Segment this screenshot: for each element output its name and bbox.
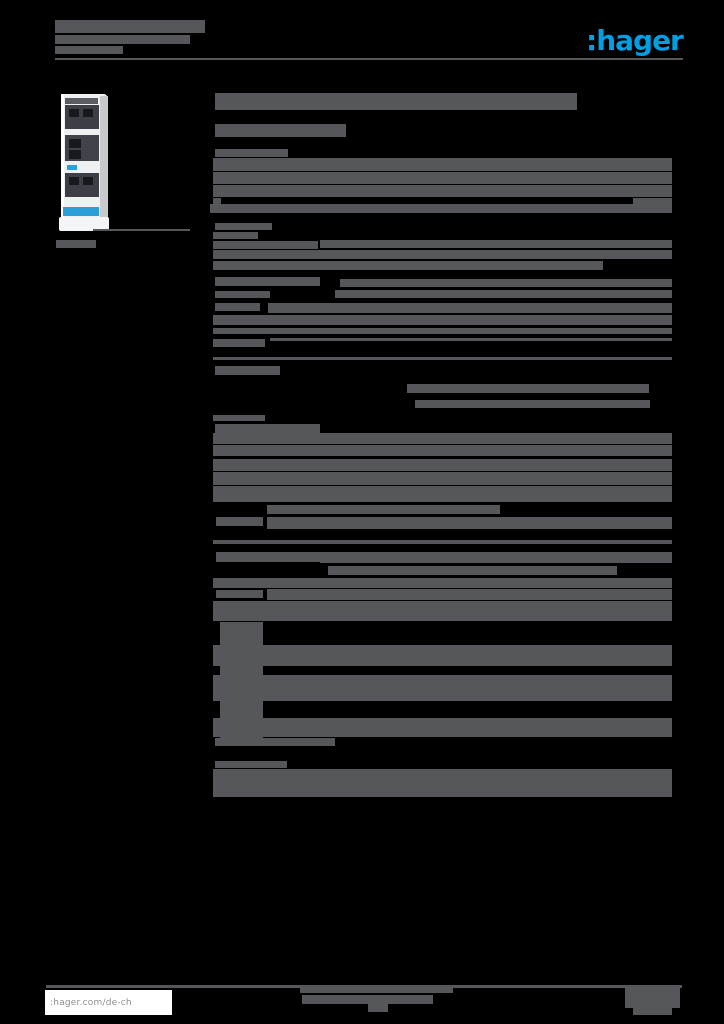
specB-label-5 [216, 552, 320, 562]
footer-center-text [302, 995, 433, 1004]
intro-line-1 [213, 158, 672, 171]
specA-value-2 [340, 279, 672, 287]
doc-sub-line-2 [55, 46, 123, 54]
specB-band-6 [267, 517, 672, 529]
device-shadow [100, 96, 108, 220]
intro-line-4a [213, 198, 221, 204]
footer-center-tail [368, 1004, 388, 1012]
device-top-slot [65, 98, 98, 104]
specB-value-2 [415, 400, 650, 408]
specA-label-3 [213, 241, 318, 249]
specB-band-2 [213, 445, 672, 456]
device-led-chip [67, 165, 77, 170]
product-title [215, 93, 577, 110]
specB-band-4 [213, 472, 672, 485]
specA-label-2 [213, 232, 258, 239]
header-rule [55, 58, 683, 60]
device-port-2a [69, 139, 81, 148]
specA-value-4 [268, 303, 672, 313]
device-brand-label [63, 207, 99, 216]
intro-bar [210, 204, 672, 213]
specA-rule [270, 338, 672, 341]
specC-band-1 [213, 614, 672, 621]
specC-label-2 [215, 761, 287, 768]
doc-sub-line-1 [55, 35, 190, 44]
specC-label-1 [215, 738, 335, 746]
intro-label [215, 149, 288, 157]
doc-ref-line [55, 20, 205, 33]
specC-band-5 [213, 769, 672, 797]
hager-logo-text: :hager [586, 24, 684, 57]
specB-band-7 [320, 552, 672, 563]
specB-label-1 [215, 366, 280, 375]
specA-label-1 [215, 223, 272, 230]
footer-link[interactable]: :hager.com/de-ch [45, 990, 172, 1015]
specA-band-4 [213, 328, 672, 334]
footer-link-label: :hager.com/de-ch [50, 997, 132, 1008]
specC-band-4 [213, 718, 672, 737]
specB-rule [213, 540, 672, 544]
footer-right-text-2 [633, 1008, 672, 1015]
footer-center-bar [300, 986, 453, 993]
specA-label-7 [213, 339, 265, 347]
device-highlight [61, 94, 64, 222]
specB-band-3 [213, 459, 672, 471]
device-port-3a [69, 177, 79, 185]
specA-label-6 [215, 303, 260, 311]
specB-value-1 [407, 384, 649, 393]
device-port-1a [69, 109, 79, 117]
device-port-1b [83, 109, 93, 117]
specC-band-3 [213, 675, 672, 701]
device-port-3b [83, 177, 93, 185]
product-subtitle [215, 124, 346, 137]
product-photo [59, 94, 109, 231]
specC-band-2 [213, 645, 672, 666]
specA-label-5 [215, 291, 270, 298]
device-base [59, 217, 109, 231]
specB-label-4 [216, 517, 263, 526]
footer-right-text-1 [625, 985, 680, 1008]
specA-value-1 [320, 240, 672, 248]
specA-label-4 [215, 277, 320, 286]
specB-label-3 [215, 424, 320, 433]
photo-caption [56, 240, 96, 248]
specB-band-10 [213, 601, 672, 614]
specA-band-2 [213, 261, 603, 270]
specA-band-3 [213, 315, 672, 325]
intro-line-4b [633, 198, 672, 204]
specB-band-9 [267, 589, 672, 600]
specB-divider [213, 357, 672, 360]
specB-band-8 [213, 578, 672, 588]
intro-line-2 [213, 172, 672, 184]
specB-band-1 [213, 433, 672, 444]
specA-value-3 [335, 290, 672, 298]
specA-band-1 [213, 250, 672, 259]
specB-label-6 [216, 590, 263, 598]
specB-label-2 [213, 415, 265, 421]
specB-value-4 [328, 566, 617, 575]
specB-value-3 [267, 505, 500, 514]
hager-logo: :hager [586, 25, 686, 57]
device-port-2b [69, 150, 81, 159]
specB-band-5 [213, 486, 672, 502]
photo-baseline [93, 229, 190, 231]
intro-line-3 [213, 185, 672, 197]
